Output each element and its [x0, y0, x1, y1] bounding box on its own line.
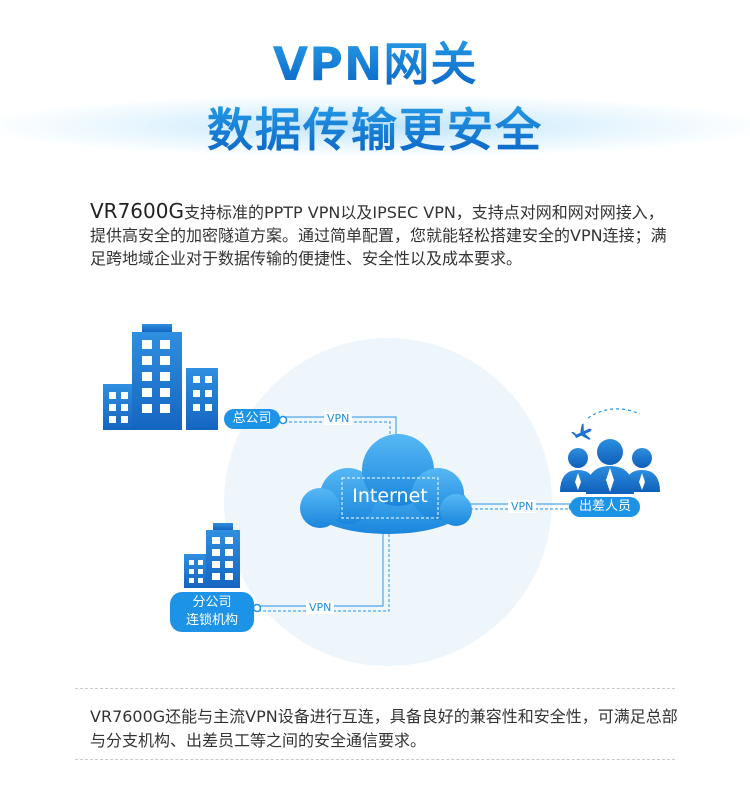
- branch-badge: 分公司 连锁机构: [170, 592, 254, 632]
- branch-connector-dot: [252, 603, 262, 613]
- travel-vpn-label: VPN: [508, 500, 537, 513]
- branch-label-line2: 连锁机构: [185, 613, 238, 628]
- intro-text: 支持标准的PPTP VPN以及IPSEC VPN，支持点对网和网对网接入，提供高…: [90, 203, 667, 268]
- page-subtitle: 数据传输更安全: [0, 94, 750, 160]
- branch-windows: [189, 537, 233, 583]
- page-title: VPN网关: [0, 28, 750, 94]
- headquarters-windows: [109, 340, 212, 423]
- tie-icons: [575, 468, 645, 492]
- branch-label-line1: 分公司: [192, 595, 232, 610]
- branch-vpn-label: VPN: [306, 601, 335, 614]
- headquarters-badge: 总公司: [224, 409, 280, 429]
- divider-top: [75, 688, 675, 689]
- divider-bottom: [75, 759, 675, 760]
- network-diagram: Internet 总公司 出差人员 分公司 连锁机构 VPN VPN VPN: [0, 310, 750, 670]
- internet-label: Internet: [352, 485, 428, 507]
- airplane-icon: [571, 423, 592, 440]
- footer-paragraph: VR7600G还能与主流VPN设备进行互连，具备良好的兼容性和安全性，可满足总部…: [90, 707, 678, 750]
- travel-staff-badge: 出差人员: [570, 497, 640, 517]
- diagram-canvas: [103, 324, 660, 666]
- intro-paragraph: VR7600G支持标准的PPTP VPN以及IPSEC VPN，支持点对网和网对…: [90, 200, 670, 270]
- hq-connector-dot: [278, 415, 288, 425]
- headquarters-building-icon: [103, 324, 218, 430]
- title-glow: [0, 96, 750, 156]
- internet-dashed-box: [341, 477, 439, 519]
- hero-header: VPN网关 数据传输更安全: [0, 0, 750, 180]
- branch-building-icon: [184, 523, 240, 588]
- model-name: VR7600G: [90, 199, 184, 223]
- flight-path-arc: [587, 408, 641, 419]
- hq-vpn-label: VPN: [324, 412, 353, 425]
